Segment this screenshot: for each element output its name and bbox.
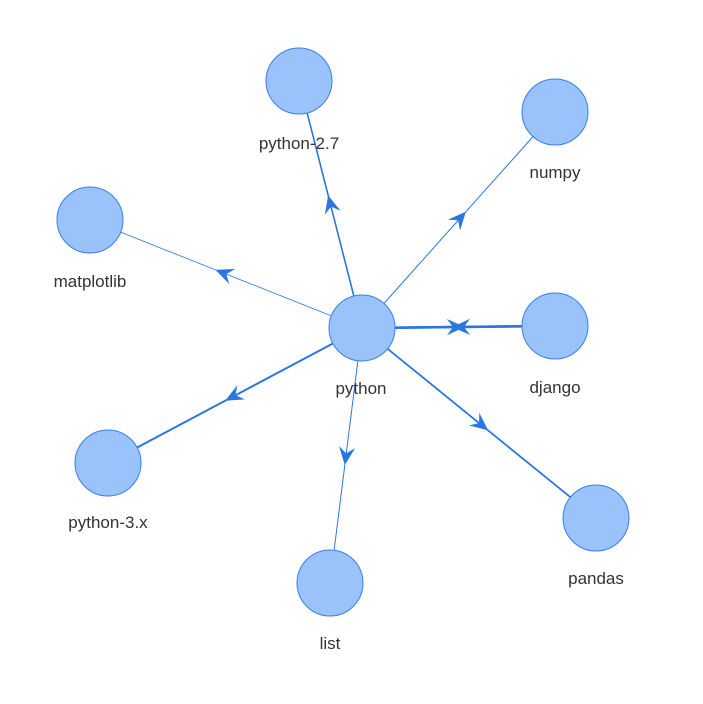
nodes-layer: python python-2.7 numpy matplotlib django pyt… <box>54 47 630 653</box>
node-circle-django[interactable] <box>521 292 589 360</box>
node-python-3.x[interactable]: python-3.x <box>68 429 148 532</box>
arrow-python-to-python-3.x <box>225 385 245 401</box>
node-circle-python-3.x[interactable] <box>74 429 142 497</box>
arrow-django-to-python <box>452 318 471 335</box>
node-list[interactable]: list <box>296 549 364 653</box>
node-numpy[interactable]: numpy <box>521 78 589 182</box>
node-label-python: python <box>335 379 386 398</box>
node-label-list: list <box>320 634 341 653</box>
node-python-2.7[interactable]: python-2.7 <box>259 47 339 153</box>
node-circle-list[interactable] <box>296 549 364 617</box>
node-python[interactable]: python <box>328 294 396 398</box>
node-pandas[interactable]: pandas <box>562 484 630 588</box>
arrow-python-to-list <box>339 446 356 465</box>
node-circle-matplotlib[interactable] <box>56 186 124 254</box>
node-circle-python-2.7[interactable] <box>265 47 333 115</box>
node-label-pandas: pandas <box>568 569 624 588</box>
node-django[interactable]: django <box>521 292 589 397</box>
node-label-django: django <box>529 378 580 397</box>
node-matplotlib[interactable]: matplotlib <box>54 186 127 291</box>
arrow-python-to-python-2.7 <box>324 195 341 215</box>
edges-layer <box>120 112 571 551</box>
arrow-python-to-pandas <box>469 412 489 431</box>
node-circle-python[interactable] <box>328 294 396 362</box>
arrow-python-to-matplotlib <box>215 268 236 284</box>
node-circle-pandas[interactable] <box>562 484 630 552</box>
edge-python-to-pandas <box>387 348 571 498</box>
node-label-matplotlib: matplotlib <box>54 272 127 291</box>
arrow-python-to-numpy <box>447 211 466 231</box>
node-label-numpy: numpy <box>529 163 581 182</box>
node-label-python-3.x: python-3.x <box>68 513 148 532</box>
node-circle-numpy[interactable] <box>521 78 589 146</box>
node-label-python-2.7: python-2.7 <box>259 134 339 153</box>
